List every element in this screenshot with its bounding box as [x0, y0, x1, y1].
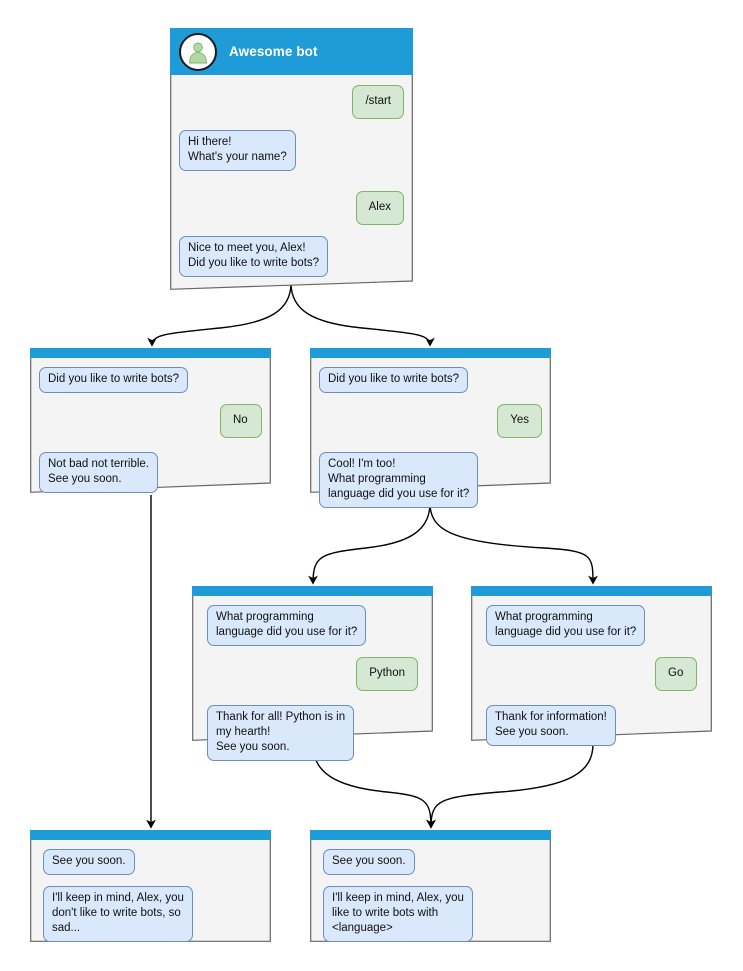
message-row: What programming language did you use fo… [207, 605, 418, 646]
bot-message-bubble[interactable]: Not bad not terrible. See you soon. [39, 452, 159, 493]
chat-card-end-sad[interactable]: See you soon. I'll keep in mind, Alex, y… [30, 830, 271, 942]
chat-card-end-happy[interactable]: See you soon. I'll keep in mind, Alex, y… [310, 830, 551, 942]
user-message-bubble[interactable]: No [220, 404, 262, 438]
bot-title: Awesome bot [229, 44, 318, 59]
card-header-answer-yes [310, 348, 551, 358]
bot-message-bubble[interactable]: Thank for all! Python is in my hearth! S… [207, 705, 355, 761]
message-row: I'll keep in mind, Alex, you like to wri… [323, 886, 542, 942]
message-row: Alex [179, 191, 404, 225]
user-message-bubble[interactable]: Python [356, 657, 418, 691]
message-list-start: /start Hi there! What's your name? Alex … [170, 75, 413, 277]
person-avatar-icon [179, 32, 217, 71]
user-message-bubble[interactable]: Go [655, 657, 697, 691]
card-header-start: Awesome bot [170, 28, 413, 75]
user-message-bubble[interactable]: Yes [497, 404, 542, 438]
user-message-bubble[interactable]: Alex [355, 191, 404, 225]
message-row: What programming language did you use fo… [486, 605, 697, 646]
chat-card-answer-no[interactable]: Did you like to write bots? No Not bad n… [30, 348, 271, 493]
message-list-answer-no: Did you like to write bots? No Not bad n… [30, 358, 271, 493]
message-list-language-python: What programming language did you use fo… [192, 596, 433, 761]
message-row: See you soon. [43, 849, 262, 875]
message-row: Thank for all! Python is in my hearth! S… [207, 705, 418, 761]
edge-start-to-answer-yes [290, 282, 435, 347]
bot-message-bubble[interactable]: What programming language did you use fo… [207, 605, 367, 646]
user-message-bubble[interactable]: /start [352, 85, 404, 119]
card-header-end-sad [30, 830, 271, 840]
chat-card-language-python[interactable]: What programming language did you use fo… [192, 586, 433, 761]
message-list-end-happy: See you soon. I'll keep in mind, Alex, y… [310, 840, 551, 942]
message-row: Yes [319, 404, 542, 438]
message-list-end-sad: See you soon. I'll keep in mind, Alex, y… [30, 840, 271, 942]
bot-message-bubble[interactable]: Nice to meet you, Alex! Did you like to … [179, 236, 329, 277]
card-header-language-python [192, 586, 433, 596]
bot-message-bubble[interactable]: Hi there! What's your name? [179, 130, 296, 171]
message-row: I'll keep in mind, Alex, you don't like … [43, 886, 262, 942]
card-header-language-go [471, 586, 712, 596]
message-row: No [39, 404, 262, 438]
message-row: Did you like to write bots? [39, 367, 262, 393]
bot-message-bubble[interactable]: I'll keep in mind, Alex, you don't like … [43, 886, 193, 942]
message-row: /start [179, 85, 404, 119]
message-row: Go [486, 657, 697, 691]
message-row: Not bad not terrible. See you soon. [39, 452, 262, 493]
bot-message-bubble[interactable]: Thank for information! See you soon. [486, 705, 616, 746]
card-header-end-happy [310, 830, 551, 840]
message-row: Thank for information! See you soon. [486, 705, 697, 746]
message-row: See you soon. [323, 849, 542, 875]
bot-message-bubble[interactable]: What programming language did you use fo… [486, 605, 646, 646]
chat-card-start[interactable]: Awesome bot /start Hi there! What's your… [170, 28, 413, 290]
bot-message-bubble[interactable]: I'll keep in mind, Alex, you like to wri… [323, 886, 473, 942]
bot-message-bubble[interactable]: See you soon. [323, 849, 415, 875]
message-list-language-go: What programming language did you use fo… [471, 596, 712, 746]
bot-message-bubble[interactable]: See you soon. [43, 849, 135, 875]
message-row: Did you like to write bots? [319, 367, 542, 393]
card-header-answer-no [30, 348, 271, 358]
bot-message-bubble[interactable]: Did you like to write bots? [319, 367, 469, 393]
chat-card-answer-yes[interactable]: Did you like to write bots? Yes Cool! I'… [310, 348, 551, 508]
message-list-answer-yes: Did you like to write bots? Yes Cool! I'… [310, 358, 551, 508]
bot-message-bubble[interactable]: Did you like to write bots? [39, 367, 189, 393]
message-row: Cool! I'm too! What programming language… [319, 452, 542, 508]
message-row: Python [207, 657, 418, 691]
bot-message-bubble[interactable]: Cool! I'm too! What programming language… [319, 452, 479, 508]
edge-start-to-answer-no [147, 282, 292, 347]
message-row: Hi there! What's your name? [179, 130, 404, 171]
message-row: Nice to meet you, Alex! Did you like to … [179, 236, 404, 277]
chat-card-language-go[interactable]: What programming language did you use fo… [471, 586, 712, 746]
